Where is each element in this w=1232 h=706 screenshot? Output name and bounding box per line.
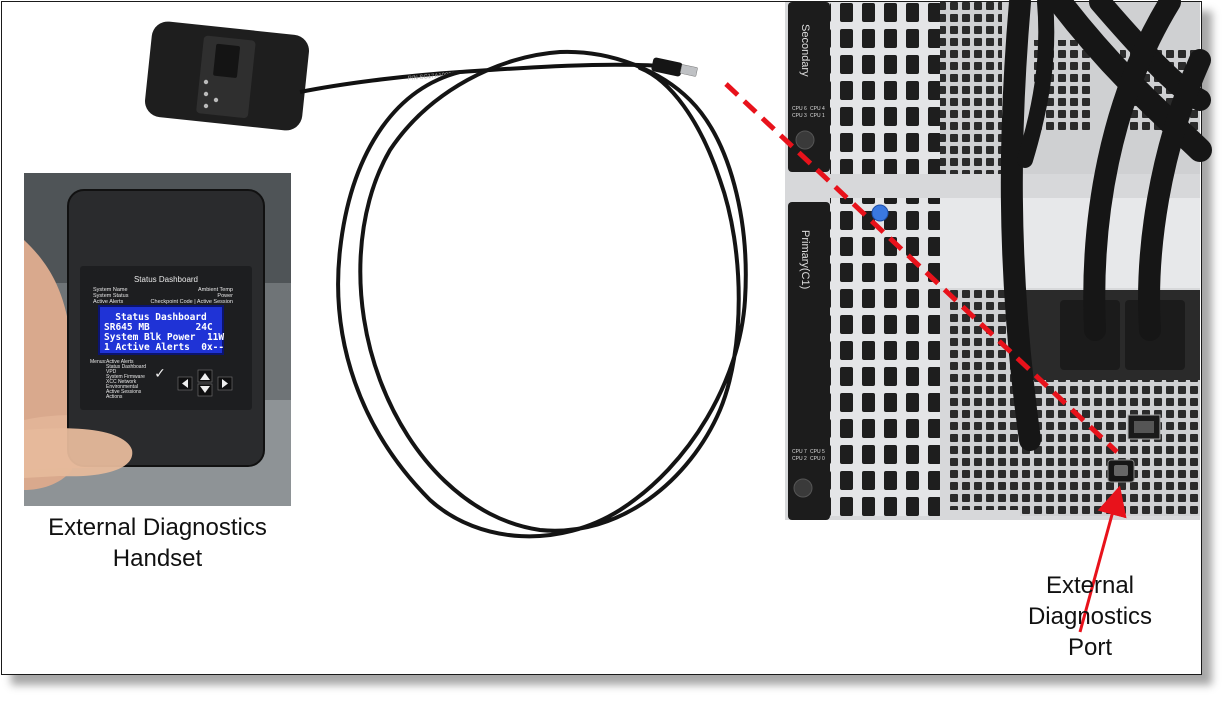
connection-dashed-line	[724, 82, 1119, 454]
blue-latch	[871, 204, 889, 222]
cpu-label: CPU 7	[792, 449, 807, 455]
lcd-line: 1 Active Alerts 0x--	[104, 342, 224, 353]
port-caption-line: External	[1045, 572, 1135, 599]
port-caption: External Diagnostics Port	[1000, 570, 1180, 663]
handset-connector-box	[145, 21, 309, 131]
port-caption-line: Port	[1067, 634, 1112, 661]
handset-caption-line: External Diagnostics	[48, 514, 267, 541]
server-rear-photo: Secondary CPU 6 CPU 4 CPU 3 CPU 1 Primar…	[785, 0, 1212, 520]
thumbscrew-lower	[793, 478, 813, 498]
cpu-label: CPU 6	[792, 106, 807, 112]
handset-caption: External Diagnostics Handset	[20, 512, 295, 574]
cpu-label: CPU 1	[810, 113, 825, 119]
menu-item: System Firmware	[106, 374, 145, 380]
handset-photo: Status Dashboard System Name System Stat…	[24, 173, 291, 506]
menu-item: XCC Network	[106, 379, 137, 385]
menu-item: Environmental	[106, 384, 138, 390]
cpu-label: CPU 0	[810, 456, 825, 462]
menu-item: Active Sessions	[106, 389, 142, 395]
menu-item: Actions	[106, 394, 123, 400]
cpu-label: CPU 5	[810, 449, 825, 455]
port-callout-arrow	[1078, 485, 1127, 633]
face-right-label: Power	[217, 293, 233, 299]
face-title: Status Dashboard	[134, 275, 198, 284]
lcd-line: SR645 MB 24C	[104, 322, 213, 333]
server-power-cables	[1000, 0, 1212, 451]
handset-caption-line: Handset	[112, 545, 203, 572]
cpu-label: CPU 3	[792, 113, 807, 119]
diagnostics-cable: P/N SC17A10887	[145, 21, 748, 539]
face-left-label: Active Alerts	[93, 299, 124, 305]
lcd-line: Status Dashboard	[115, 312, 207, 323]
lcd-line: System Blk Power 11W	[104, 332, 224, 343]
menu-title: Menus:	[90, 359, 106, 365]
face-right-label: Checkpoint Code | Active Session	[151, 299, 233, 305]
server-upper-label: Secondary	[799, 24, 811, 77]
face-right-label: Ambient Temp	[198, 287, 233, 293]
menu-item: Active Alerts	[106, 359, 134, 365]
check-button-icon: ✓	[154, 366, 166, 382]
cpu-label: CPU 4	[810, 106, 825, 112]
menu-list: Active Alerts Status Dashboard VPD Syste…	[106, 359, 146, 400]
server-lower-label: Primary(C1)	[799, 230, 811, 289]
thumbscrew-upper	[795, 130, 815, 150]
face-left-label: System Name	[93, 287, 128, 293]
menu-item: Status Dashboard	[106, 364, 146, 370]
cable-part-number: P/N SC17A10887	[408, 72, 456, 82]
handset-lcd	[98, 305, 224, 355]
port-caption-line: Diagnostics	[1027, 603, 1153, 630]
nav-pad	[177, 369, 233, 397]
cpu-label: CPU 2	[792, 456, 807, 462]
face-left-label: System Status	[93, 293, 129, 299]
server-lower-node: Primary(C1) CPU 7 CPU 5 CPU 2 CPU 0	[788, 198, 1200, 520]
menu-item: VPD	[106, 369, 117, 375]
